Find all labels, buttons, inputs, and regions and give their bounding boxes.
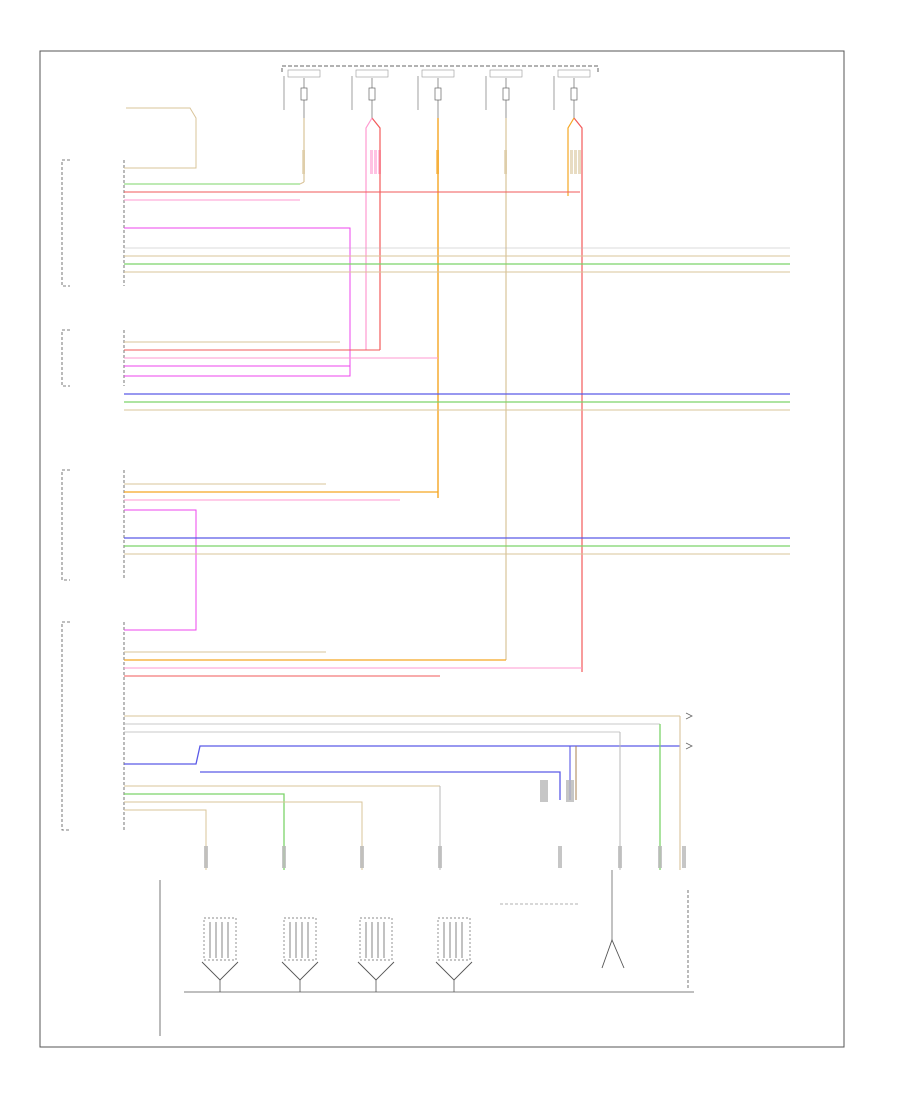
fuse-element — [570, 87, 578, 101]
fuse-feed — [573, 117, 583, 672]
connector-pin — [370, 150, 373, 174]
window-switch — [601, 870, 625, 969]
switch-wire — [124, 801, 363, 870]
fuse — [351, 69, 389, 118]
connector-pin — [374, 150, 377, 174]
lower-connector — [204, 846, 208, 868]
output-arrow — [685, 742, 693, 750]
signal-wire — [124, 509, 197, 631]
lower-connector — [618, 846, 622, 868]
lower-connector-pin — [204, 846, 208, 868]
lamp-wire — [124, 745, 680, 765]
fuse-rating-box — [355, 69, 389, 78]
switch-wire — [124, 793, 285, 870]
lower-connector — [360, 846, 364, 868]
module-bracket — [61, 469, 70, 581]
window-switch — [201, 917, 239, 992]
lower-connector — [558, 846, 562, 868]
fuse-rating-box — [421, 69, 455, 78]
signal-wire — [124, 227, 351, 377]
lower-connector-pin — [558, 846, 562, 868]
switch-toggle — [435, 961, 473, 981]
lower-connector-pin — [682, 846, 686, 868]
switch-group — [159, 870, 694, 1036]
lower-connector — [282, 846, 286, 868]
lower-connector-pin — [282, 846, 286, 868]
module-bracket — [61, 329, 70, 387]
module-box — [61, 329, 125, 387]
wire-group — [124, 107, 790, 870]
fuse-rating-box — [557, 69, 591, 78]
lower-connector — [682, 846, 686, 868]
output-arrow — [685, 712, 693, 720]
module-bracket — [61, 159, 70, 287]
lower-connector-pin — [360, 846, 364, 868]
switch-toggle — [357, 961, 395, 981]
switch-toggle — [201, 961, 239, 981]
connector-bundle — [370, 150, 381, 174]
fuse — [417, 69, 455, 118]
fuse — [553, 69, 591, 118]
connector-bundle — [570, 150, 581, 174]
lamp-connector — [566, 780, 574, 802]
fuse-element — [502, 87, 510, 101]
window-switch — [281, 917, 319, 992]
fuse-element — [434, 87, 442, 101]
fuse-element — [300, 87, 308, 101]
fuse-feed — [567, 117, 575, 196]
fuse-element — [368, 87, 376, 101]
module-box — [61, 159, 125, 287]
module-box — [61, 469, 125, 581]
switch-body — [283, 917, 317, 961]
connector-pin — [570, 150, 573, 174]
lamp-connector — [540, 780, 548, 802]
switch-toggle — [601, 938, 625, 969]
fuse-box — [281, 65, 599, 118]
signal-wire — [299, 181, 305, 185]
fuse — [485, 69, 523, 118]
connector-pin — [574, 150, 577, 174]
fuse-rating-box — [287, 69, 321, 78]
module-bracket — [61, 621, 70, 831]
ground-wire — [124, 107, 197, 169]
fuse — [283, 69, 321, 118]
switch-body — [437, 917, 471, 961]
fuse-feed — [371, 117, 381, 350]
lower-connector — [658, 846, 662, 868]
lower-connector-pin — [618, 846, 622, 868]
switch-body — [359, 917, 393, 961]
lower-connector-pin — [658, 846, 662, 868]
window-switch — [357, 917, 395, 992]
connector-pin — [578, 150, 581, 174]
fuse-feed — [365, 117, 373, 350]
lower-connector-pin — [438, 846, 442, 868]
switch-body — [203, 917, 237, 961]
diagram-frame — [39, 50, 845, 1048]
lower-connector — [438, 846, 442, 868]
fuse-rating-box — [489, 69, 523, 78]
module-box — [61, 621, 125, 831]
lamp-wire — [200, 771, 561, 800]
switch-toggle — [281, 961, 319, 981]
window-switch — [435, 917, 473, 992]
module-group — [61, 159, 125, 831]
switch-wire — [124, 809, 207, 870]
